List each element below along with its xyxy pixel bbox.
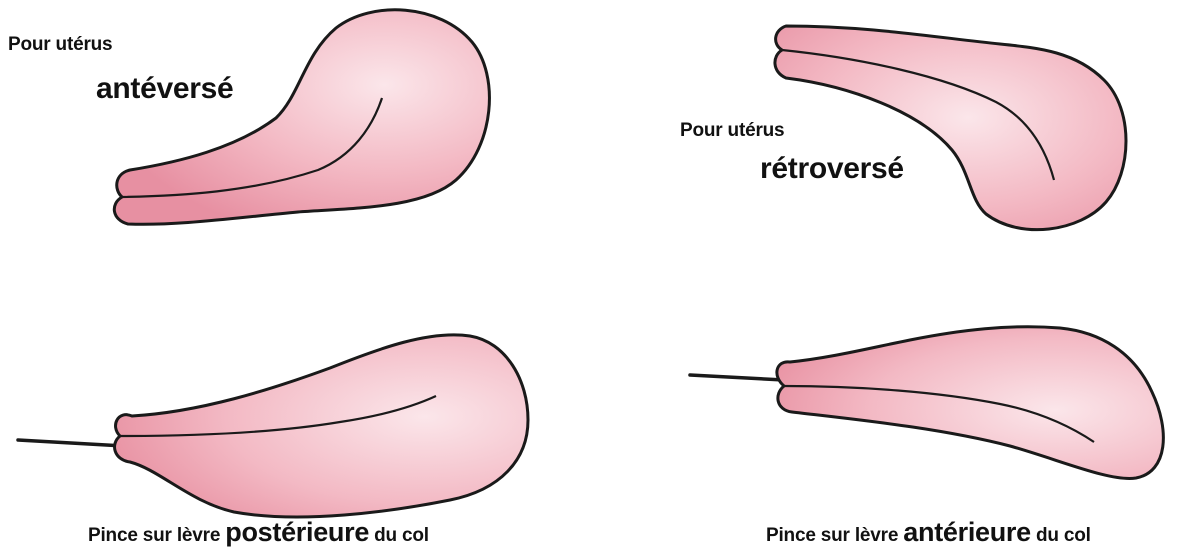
- caption-left-post: du col: [374, 525, 429, 546]
- label-left-line2: antéversé: [96, 72, 233, 106]
- label-right-line1: Pour utérus: [680, 120, 784, 142]
- caption-right: Pince sur lèvre antérieure du col: [766, 517, 1091, 548]
- clamp-instrument: [18, 440, 124, 446]
- clamp-instrument: [690, 375, 784, 380]
- label-right-line2: rétroversé: [760, 152, 904, 186]
- caption-right-post: du col: [1036, 525, 1091, 546]
- uterus-retroverted-top: [775, 26, 1126, 230]
- uterus-anteverted-bottom: [18, 335, 528, 517]
- caption-left-pre: Pince sur lèvre: [88, 525, 220, 546]
- caption-left: Pince sur lèvre postérieure du col: [88, 517, 429, 548]
- label-left-line1: Pour utérus: [8, 34, 112, 56]
- uterus-retroverted-bottom: [690, 327, 1163, 479]
- uterus-anteverted-top: [114, 10, 489, 225]
- caption-right-pre: Pince sur lèvre: [766, 525, 898, 546]
- caption-right-emphasis: antérieure: [903, 517, 1031, 547]
- caption-left-emphasis: postérieure: [225, 517, 369, 547]
